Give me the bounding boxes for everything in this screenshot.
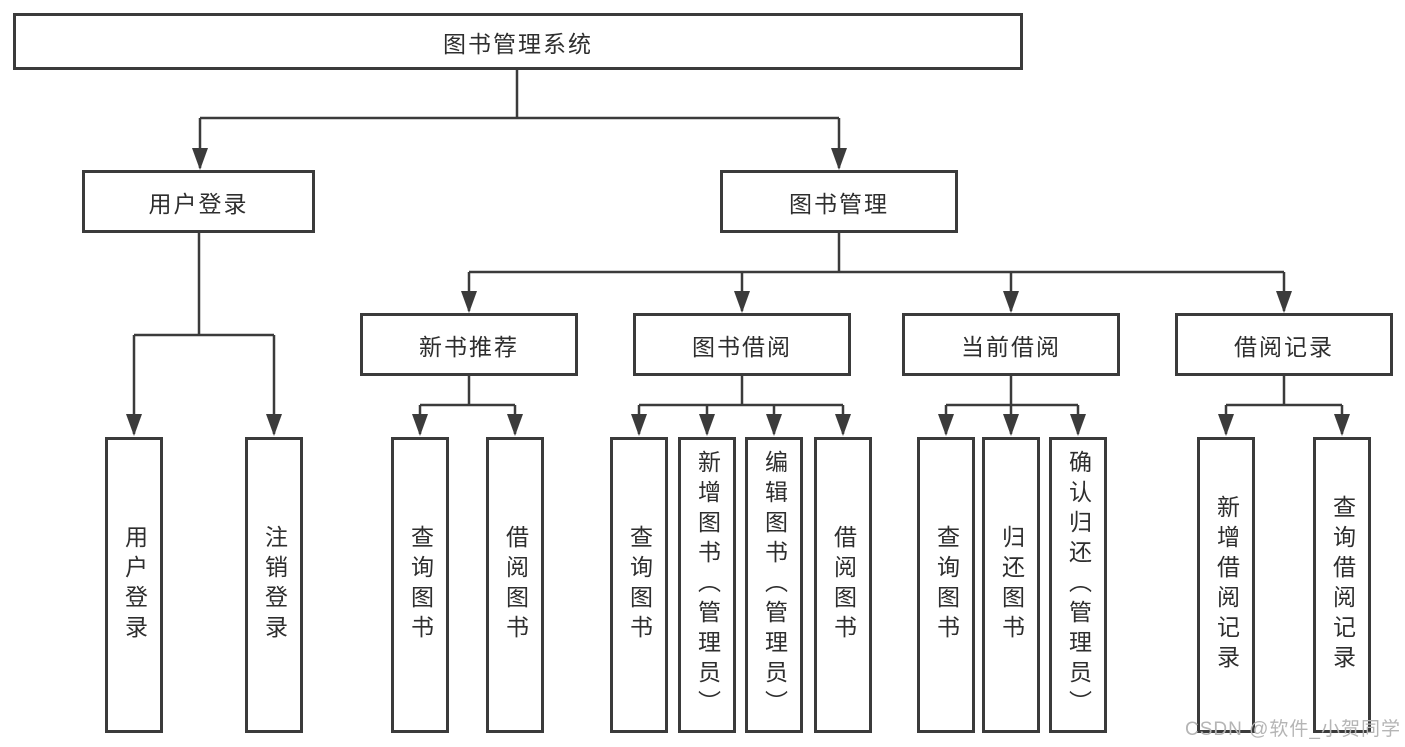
node-label: 查询图书 bbox=[407, 525, 434, 645]
leaf-borrow-books-borrowing: 借阅图书 bbox=[814, 437, 872, 733]
leaf-user-login: 用户登录 bbox=[105, 437, 163, 733]
node-label: 注销登录 bbox=[261, 525, 288, 645]
leaf-query-books-borrowing: 查询图书 bbox=[610, 437, 668, 733]
leaf-query-books-recommend: 查询图书 bbox=[391, 437, 449, 733]
leaf-confirm-return-admin: 确认归还（管理员） bbox=[1049, 437, 1107, 733]
node-book-borrowing: 图书借阅 bbox=[633, 313, 851, 376]
node-new-book-recommend: 新书推荐 bbox=[360, 313, 578, 376]
edge-bookmgmt-rail bbox=[469, 233, 1284, 274]
node-borrowing-records: 借阅记录 bbox=[1175, 313, 1393, 376]
leaf-return-books: 归还图书 bbox=[982, 437, 1040, 733]
node-label: 查询图书 bbox=[626, 525, 653, 645]
leaf-query-borrow-record: 查询借阅记录 bbox=[1313, 437, 1371, 733]
node-label: 借阅记录 bbox=[1234, 333, 1334, 360]
watermark: CSDN @软件_小贺同学 bbox=[1185, 719, 1401, 740]
node-label: 新增图书（管理员） bbox=[694, 450, 721, 720]
node-label: 查询图书 bbox=[933, 525, 960, 645]
node-label: 借阅图书 bbox=[502, 525, 529, 645]
leaf-add-borrow-record: 新增借阅记录 bbox=[1197, 437, 1255, 733]
edge-root-rail bbox=[200, 70, 839, 120]
edge-userlogin-rail bbox=[134, 233, 274, 337]
node-label: 确认归还（管理员） bbox=[1065, 450, 1092, 720]
node-label: 归还图书 bbox=[998, 525, 1025, 645]
leaf-query-books-current: 查询图书 bbox=[917, 437, 975, 733]
node-label: 当前借阅 bbox=[961, 333, 1061, 360]
node-root-system: 图书管理系统 bbox=[13, 13, 1023, 70]
edge-borrowing-rail bbox=[639, 376, 843, 407]
node-label: 图书管理 bbox=[789, 190, 889, 217]
node-label: 借阅图书 bbox=[830, 525, 857, 645]
leaf-logout: 注销登录 bbox=[245, 437, 303, 733]
leaf-borrow-books-recommend: 借阅图书 bbox=[486, 437, 544, 733]
node-label: 图书借阅 bbox=[692, 333, 792, 360]
node-label: 编辑图书（管理员） bbox=[761, 450, 788, 720]
edge-records-rail bbox=[1226, 376, 1342, 407]
node-book-management: 图书管理 bbox=[720, 170, 958, 233]
node-label: 新增借阅记录 bbox=[1213, 495, 1240, 675]
node-current-borrowing: 当前借阅 bbox=[902, 313, 1120, 376]
node-user-login: 用户登录 bbox=[82, 170, 315, 233]
node-label: 图书管理系统 bbox=[443, 30, 593, 57]
node-label: 新书推荐 bbox=[419, 333, 519, 360]
edge-current-rail bbox=[946, 376, 1078, 407]
edge-newbook-rail bbox=[420, 376, 515, 407]
node-label: 查询借阅记录 bbox=[1329, 495, 1356, 675]
node-label: 用户登录 bbox=[121, 525, 148, 645]
node-label: 用户登录 bbox=[148, 190, 249, 217]
leaf-add-books-admin: 新增图书（管理员） bbox=[678, 437, 736, 733]
leaf-edit-books-admin: 编辑图书（管理员） bbox=[745, 437, 803, 733]
